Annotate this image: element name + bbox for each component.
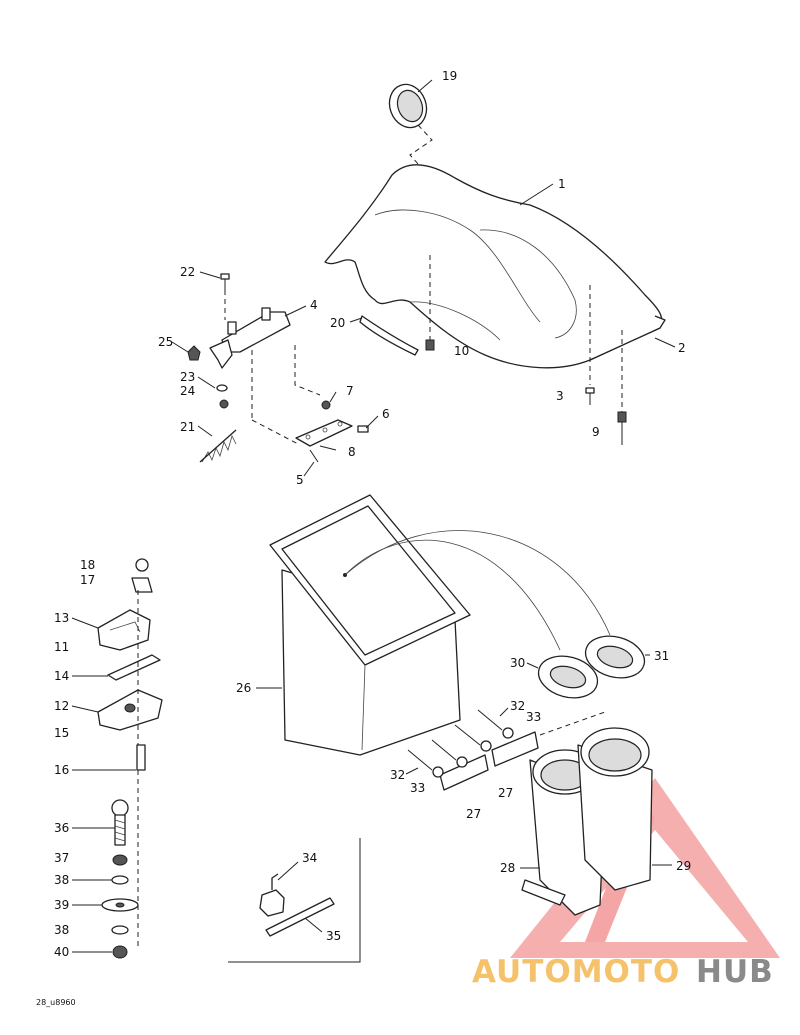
part-10-screw <box>425 339 435 351</box>
callout-36: 36 <box>54 821 69 835</box>
part-32-screws <box>407 709 503 771</box>
part-34-hex-tool <box>259 873 285 917</box>
callout-33b: 33 <box>410 781 425 795</box>
callout-1: 1 <box>558 177 566 191</box>
callout-34: 34 <box>302 851 317 865</box>
callout-23: 23 <box>180 370 195 384</box>
watermark-text-automoto: AUTOMOTO <box>472 954 680 990</box>
callout-28: 28 <box>500 861 515 875</box>
callout-31: 31 <box>654 649 669 663</box>
part-25-nut <box>187 345 201 361</box>
part-5-screw <box>309 449 319 463</box>
callout-39: 39 <box>54 898 69 912</box>
callout-26: 26 <box>236 681 251 695</box>
part-3-bolt <box>585 387 595 405</box>
part-27-plate-left <box>439 754 489 791</box>
callout-9: 9 <box>592 425 600 439</box>
callout-11: 11 <box>54 640 69 654</box>
part-31-ring <box>584 635 646 679</box>
part-6-screw <box>357 425 369 433</box>
callout-19: 19 <box>442 69 457 83</box>
callout-37: 37 <box>54 851 69 865</box>
callout-labels: 1 2 3 4 5 6 7 8 9 10 11 12 13 14 15 16 1… <box>54 69 691 959</box>
callout-38a: 38 <box>54 873 69 887</box>
part-18-nut <box>135 558 149 572</box>
callout-17: 17 <box>80 573 95 587</box>
part-14-gasket <box>107 654 161 681</box>
part-27-plate-right <box>491 731 539 767</box>
callout-27b: 27 <box>466 807 481 821</box>
callout-12: 12 <box>54 699 69 713</box>
part-36-stud <box>111 799 129 846</box>
part-40-nut <box>112 945 128 959</box>
callout-32a: 32 <box>510 699 525 713</box>
part-4-latch-bracket <box>209 290 321 446</box>
part-39-washer-large <box>101 898 139 912</box>
watermark-text-hub: HUB <box>696 954 774 990</box>
part-35-rod <box>265 897 335 937</box>
callout-32b: 32 <box>390 768 405 782</box>
part-9-pin <box>617 411 627 445</box>
part-20-seal-strip <box>359 315 419 356</box>
part-30-ring <box>537 655 599 699</box>
part-33-washers <box>432 727 514 778</box>
part-13-latch <box>97 609 151 651</box>
part-38-washer-upper <box>111 875 129 885</box>
callout-22: 22 <box>180 265 195 279</box>
part-12-latch-base <box>97 689 163 731</box>
callout-18: 18 <box>80 558 95 572</box>
part-23-washer <box>216 384 228 392</box>
leader-lines <box>71 79 676 953</box>
callout-8: 8 <box>348 445 356 459</box>
callout-25: 25 <box>158 335 173 349</box>
callout-30: 30 <box>510 656 525 670</box>
part-21-spring <box>199 429 237 463</box>
leader-dashed-27 <box>539 711 606 736</box>
drawing-code: 28_u8960 <box>36 998 76 1007</box>
callout-27a: 27 <box>498 786 513 800</box>
callout-14: 14 <box>54 669 69 683</box>
part-8-plate <box>295 419 353 447</box>
callout-4: 4 <box>310 298 318 312</box>
callout-5: 5 <box>296 473 304 487</box>
callout-3: 3 <box>556 389 564 403</box>
callout-40: 40 <box>54 945 69 959</box>
callout-24: 24 <box>180 384 195 398</box>
tool-box-frame <box>228 838 361 963</box>
callout-15: 15 <box>54 726 69 740</box>
part-16-bolt <box>136 744 146 771</box>
part-7-nut <box>321 400 331 410</box>
part-1-seat-cover <box>324 164 666 412</box>
callout-21: 21 <box>180 420 195 434</box>
part-26-storage-bin <box>269 494 611 756</box>
part-29-cup-holder <box>577 727 653 891</box>
callout-2: 2 <box>678 341 686 355</box>
callout-10: 10 <box>454 344 469 358</box>
callout-7: 7 <box>346 384 354 398</box>
part-19-cap <box>388 83 433 176</box>
part-17-block <box>131 577 153 593</box>
callout-6: 6 <box>382 407 390 421</box>
part-38-washer-lower <box>111 925 129 935</box>
callout-13: 13 <box>54 611 69 625</box>
part-24-nut <box>219 399 229 409</box>
callout-33a: 33 <box>526 710 541 724</box>
callout-20: 20 <box>330 316 345 330</box>
callout-35: 35 <box>326 929 341 943</box>
callout-29: 29 <box>676 859 691 873</box>
part-37-nut <box>112 854 128 866</box>
part-22-screw <box>220 273 230 290</box>
callout-38b: 38 <box>54 923 69 937</box>
callout-16: 16 <box>54 763 69 777</box>
